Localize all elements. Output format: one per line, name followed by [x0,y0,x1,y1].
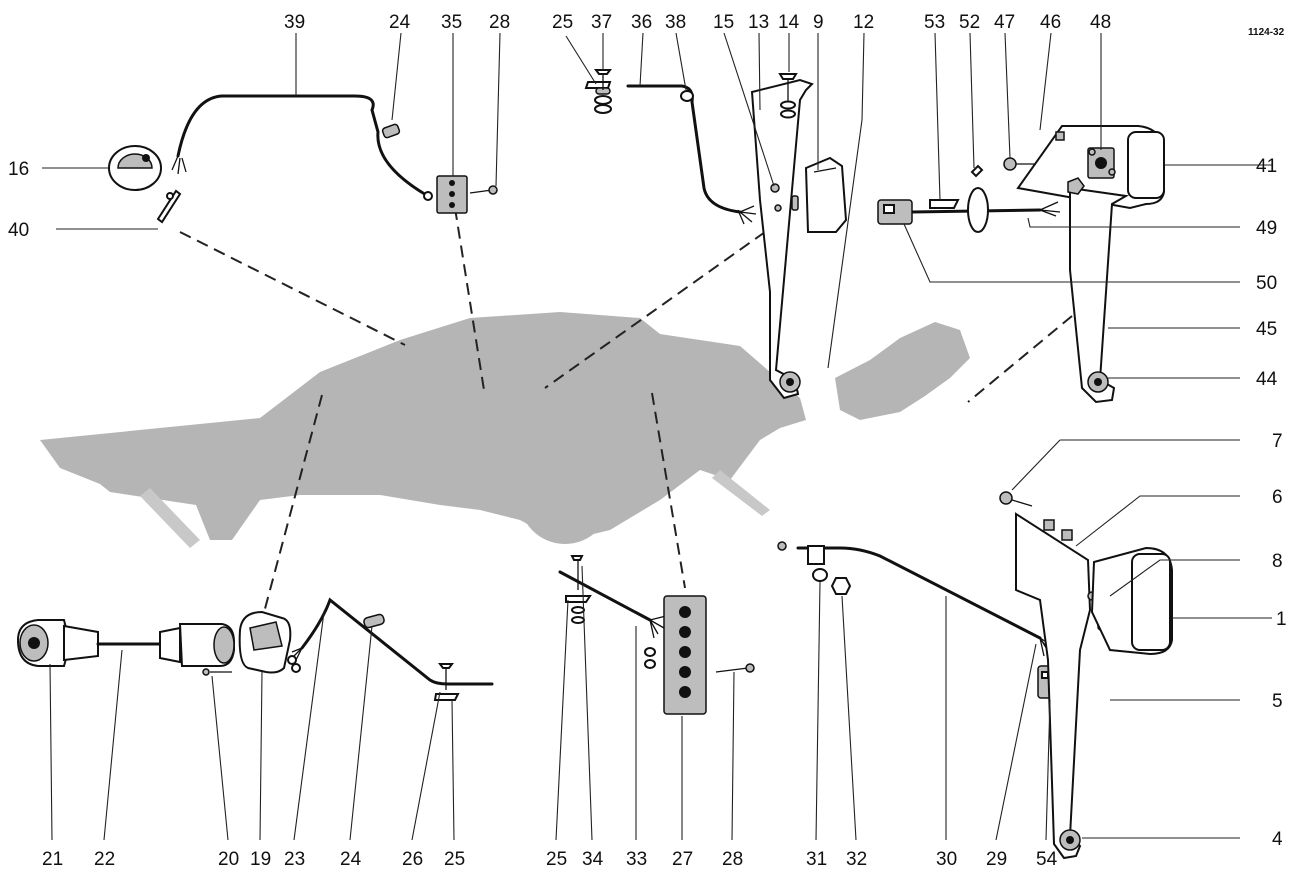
callout-4: 4 [1272,829,1283,850]
junction-block-35 [423,175,468,214]
callout-49: 49 [1256,218,1277,239]
cable-36 [626,84,757,225]
callout-23: 23 [284,849,305,870]
hardware-25-37 [584,69,612,114]
clip-40 [156,189,182,224]
callout-24-top: 24 [389,12,411,33]
callout-7: 7 [1272,431,1283,452]
hardware-25-34 [565,555,592,624]
callout-22: 22 [94,849,115,870]
callout-47: 47 [994,12,1015,33]
bolt-14 [778,73,798,119]
callout-34: 34 [582,849,604,870]
callout-5: 5 [1272,691,1283,712]
strap-52 [967,164,989,233]
callout-45: 45 [1256,319,1277,340]
callout-28-top: 28 [489,12,510,33]
callout-labels: 1124-32 16 40 39 24 35 28 25 37 36 38 15… [8,12,1287,870]
lamp-housing-46-48 [1016,125,1165,210]
nut-washer-48 [1067,177,1085,195]
callout-31: 31 [806,849,827,870]
washer-31 [812,568,828,582]
callout-29: 29 [986,849,1007,870]
callout-8: 8 [1272,551,1283,572]
callout-30: 30 [936,849,957,870]
callout-32: 32 [846,849,867,870]
callout-35: 35 [441,12,462,33]
callout-20: 20 [218,849,239,870]
cable-30 [777,541,1057,659]
callout-48: 48 [1090,12,1111,33]
lamp-9 [804,156,848,233]
callout-41: 41 [1256,156,1277,177]
callout-50: 50 [1256,273,1277,294]
callout-1: 1 [1276,609,1287,630]
screw-7 [999,491,1033,507]
cable-39 [171,94,430,198]
callout-14: 14 [778,12,800,33]
grommet-24b [363,613,385,629]
callout-6: 6 [1272,487,1283,508]
connector-50 [877,199,913,225]
callout-19: 19 [250,849,271,870]
callout-54: 54 [1036,849,1058,870]
socket-20 [159,623,235,676]
location-lines [179,207,1073,621]
callout-53: 53 [924,12,945,33]
callout-25-top: 25 [552,12,573,33]
screw-28a [469,185,498,195]
lamp-16 [108,145,162,191]
callout-40: 40 [8,220,29,241]
callout-26: 26 [402,849,423,870]
callout-52: 52 [959,12,980,33]
bracket-45 [1069,186,1130,404]
clip-53 [929,199,960,209]
grommet-24 [381,123,401,139]
machine-silhouette-small [835,322,970,420]
callout-37: 37 [591,12,612,33]
callout-36: 36 [631,12,652,33]
callout-46: 46 [1040,12,1061,33]
cable-23 [291,597,494,686]
callout-15: 15 [713,12,734,33]
callout-9: 9 [813,12,824,33]
nut-32 [830,577,852,595]
callout-33: 33 [626,849,647,870]
callout-38: 38 [665,12,686,33]
callout-13: 13 [748,12,769,33]
callout-44: 44 [1256,369,1278,390]
leader-lines [42,32,1272,841]
bracket-13 [750,78,814,400]
screw-28b [715,663,755,673]
lamp-1 [1090,546,1173,656]
plug-21 [16,619,99,667]
callout-21: 21 [42,849,63,870]
callout-16: 16 [8,159,29,180]
callout-12: 12 [853,12,874,33]
screw-26 [433,663,460,701]
drawing-code: 1124-32 [1248,27,1285,38]
callout-28-bottom: 28 [722,849,743,870]
cable-33 [558,570,667,639]
machine-silhouette [40,312,806,548]
callout-25-bottom-left: 25 [444,849,465,870]
callout-25-bottom-middle: 25 [546,849,567,870]
housing-19 [238,610,301,674]
junction-block-27 [644,595,707,715]
callout-27: 27 [672,849,693,870]
callout-24-bottom: 24 [340,849,362,870]
callout-39: 39 [284,12,305,33]
